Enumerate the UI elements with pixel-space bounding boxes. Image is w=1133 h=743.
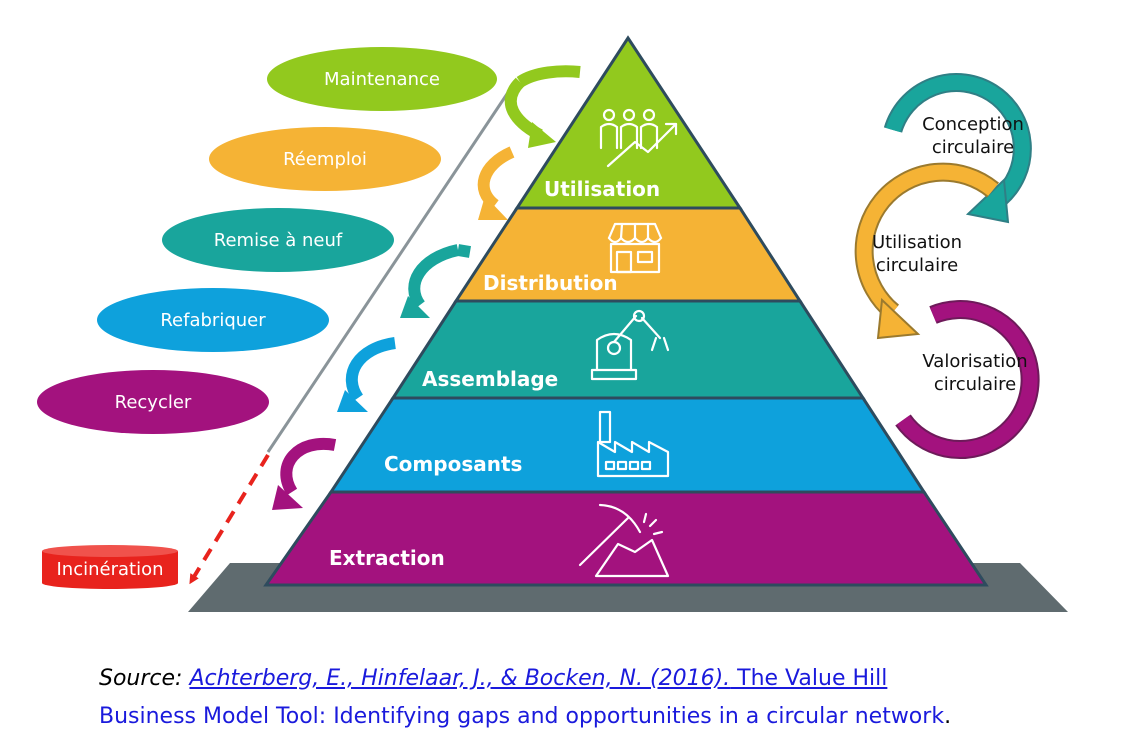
tier-composants bbox=[328, 396, 927, 494]
return-arrow-maintenance bbox=[504, 65, 581, 148]
tier-label-extraction: Extraction bbox=[329, 546, 445, 570]
return-arrow-remise bbox=[400, 244, 471, 318]
svg-text:Remise à neuf: Remise à neuf bbox=[214, 230, 343, 251]
strategy-reemploi: Réemploi bbox=[209, 127, 441, 191]
cycle-sublabel-conception: circulaire bbox=[932, 137, 1014, 158]
return-arrow-recycler bbox=[272, 437, 337, 510]
source-title-part1: The Value Hill bbox=[730, 666, 888, 691]
value-hill-diagram: Maintenance Réemploi Remise à neuf Refab… bbox=[37, 35, 1068, 612]
strategy-refabriquer: Refabriquer bbox=[97, 288, 329, 352]
svg-text:Recycler: Recycler bbox=[115, 392, 192, 413]
source-prefix: Source: bbox=[99, 666, 190, 691]
cycle-arrow-conception bbox=[883, 73, 1032, 224]
source-citation: Source: Achterberg, E., Hinfelaar, J., &… bbox=[99, 660, 1059, 736]
cycle-label-utilisation: Utilisation bbox=[872, 232, 962, 253]
shop-icon bbox=[607, 222, 663, 274]
svg-text:Refabriquer: Refabriquer bbox=[160, 310, 266, 331]
robot-arm-icon bbox=[590, 309, 670, 381]
return-arrow-refabriquer bbox=[337, 337, 397, 412]
cycle-label-valorisation: Valorisation bbox=[922, 351, 1027, 372]
strategy-maintenance: Maintenance bbox=[267, 47, 497, 111]
incineration-container: Incinération bbox=[42, 545, 178, 589]
tier-extraction bbox=[263, 490, 989, 587]
svg-text:Réemploi: Réemploi bbox=[283, 149, 367, 170]
tier-label-composants: Composants bbox=[384, 452, 522, 476]
cycle-label-conception: Conception bbox=[922, 114, 1024, 135]
tier-label-utilisation: Utilisation bbox=[544, 177, 660, 201]
cycle-sublabel-utilisation: circulaire bbox=[876, 255, 958, 276]
source-link[interactable]: Achterberg, E., Hinfelaar, J., & Bocken,… bbox=[99, 666, 944, 729]
source-suffix: . bbox=[944, 704, 952, 729]
pickaxe-icon bbox=[578, 503, 670, 578]
strategy-remise-a-neuf: Remise à neuf bbox=[162, 208, 394, 272]
incineration-arrow bbox=[189, 453, 270, 585]
tier-label-distribution: Distribution bbox=[483, 271, 618, 295]
cycle-arrow-valorisation bbox=[895, 300, 1040, 460]
svg-text:Maintenance: Maintenance bbox=[324, 69, 440, 90]
value-hill-slope-line bbox=[266, 84, 515, 453]
strategy-recycler: Recycler bbox=[37, 370, 269, 434]
cycle-sublabel-valorisation: circulaire bbox=[934, 374, 1016, 395]
tier-label-assemblage: Assemblage bbox=[422, 367, 558, 391]
return-arrow-reemploi bbox=[477, 146, 515, 220]
source-title-part2: Business Model Tool: Identifying gaps an… bbox=[99, 704, 945, 729]
people-growth-icon bbox=[599, 108, 678, 168]
source-authors: Achterberg, E., Hinfelaar, J., & Bocken,… bbox=[189, 666, 731, 691]
svg-text:Incinération: Incinération bbox=[56, 559, 163, 580]
factory-icon bbox=[596, 410, 670, 478]
cycle-arrow-utilisation bbox=[854, 162, 1000, 340]
